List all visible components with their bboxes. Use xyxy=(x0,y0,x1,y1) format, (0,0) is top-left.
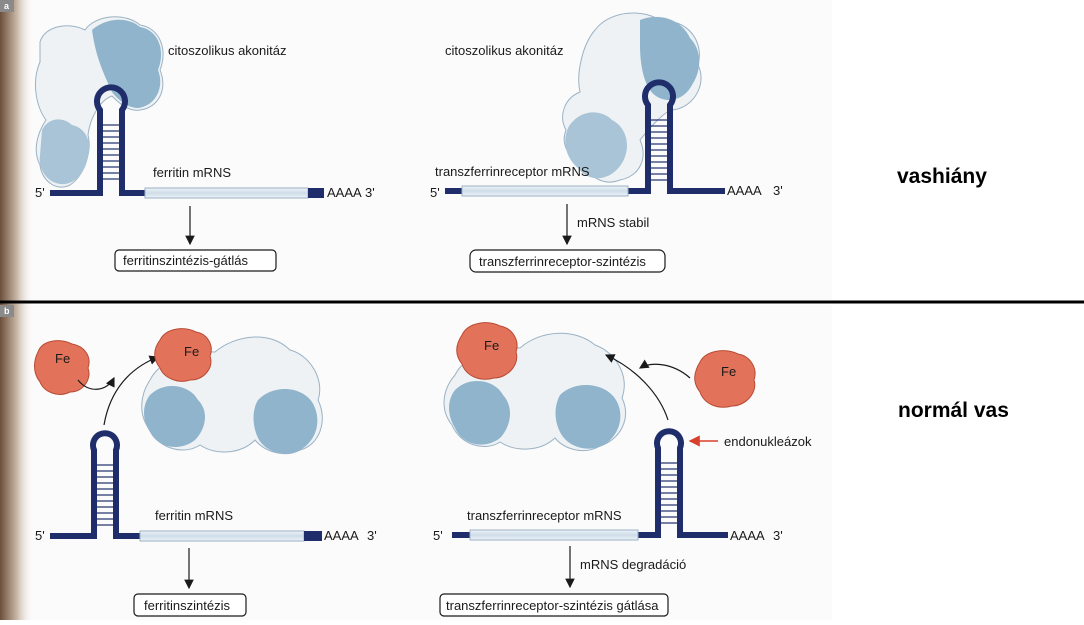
three-prime-label: 3' xyxy=(367,528,377,543)
result-box xyxy=(469,249,666,273)
condition-label: normál vas xyxy=(898,399,1009,422)
mrna-label: transzferrinreceptor mRNS xyxy=(435,164,590,179)
panel-b-right: Fe Fe endonukleázok 5' AAAA 3' transzfer… xyxy=(433,322,812,617)
hairpin-rungs xyxy=(103,124,119,180)
panel-b-tag-bg xyxy=(0,305,14,317)
binding-arrow xyxy=(77,376,115,390)
result-label: ferritinszintézis-gátlás xyxy=(123,253,248,268)
panel-a-right: 5' AAAA 3' citoszolikus akonitáz transzf… xyxy=(430,12,783,273)
result-box xyxy=(133,593,247,617)
poly-a-label: AAAA xyxy=(324,528,359,543)
bound-iron-label: Fe xyxy=(484,338,499,353)
ferritin-mrna-strand xyxy=(50,84,310,196)
result-box xyxy=(114,249,277,272)
coding-region xyxy=(139,530,305,542)
bound-iron-icon xyxy=(154,328,212,382)
mrna-label: ferritin mRNS xyxy=(155,508,233,523)
poly-a-label: AAAA xyxy=(327,185,362,200)
hairpin-rungs xyxy=(97,464,113,526)
bound-iron-icon xyxy=(456,322,518,380)
mrna-label: transzferrinreceptor mRNS xyxy=(467,508,622,523)
hairpin-rungs xyxy=(651,119,667,181)
condition-label: vashiány xyxy=(897,165,987,188)
free-iron-label: Fe xyxy=(721,364,736,379)
free-iron-icon xyxy=(694,350,756,408)
coding-region xyxy=(144,187,309,199)
tfr-mrna-strand xyxy=(452,428,728,538)
ferritin-mrna-strand xyxy=(50,430,310,539)
arrow-label: mRNS degradáció xyxy=(580,557,686,572)
utr-3 xyxy=(308,188,324,198)
free-iron-label: Fe xyxy=(55,351,70,366)
endonuclease-label: endonukleázok xyxy=(724,434,812,449)
arrow-label: mRNS stabil xyxy=(577,215,649,230)
panel-b-bg xyxy=(0,305,832,620)
release-arrow xyxy=(604,354,669,421)
free-iron-icon xyxy=(34,340,90,395)
tfr-mrna-strand xyxy=(445,79,725,194)
poly-a-label: AAAA xyxy=(730,528,765,543)
panel-a-tag: a xyxy=(4,1,10,11)
release-arrow xyxy=(103,355,160,426)
protein-label: citoszolikus akonitáz xyxy=(168,43,287,58)
hairpin-rungs xyxy=(661,462,677,524)
five-prime-label: 5' xyxy=(433,528,443,543)
five-prime-label: 5' xyxy=(35,185,45,200)
protein-label: citoszolikus akonitáz xyxy=(445,43,564,58)
panel-b-left: Fe Fe 5' AAAA 3' ferritin mRNS ferritins… xyxy=(34,328,377,617)
aconitase-protein-icon xyxy=(562,12,702,183)
panel-a-tag-bg xyxy=(0,0,14,12)
bound-iron-label: Fe xyxy=(184,344,199,359)
three-prime-label: 3' xyxy=(365,185,375,200)
three-prime-label: 3' xyxy=(773,183,783,198)
coding-region xyxy=(461,185,629,197)
coding-region xyxy=(469,529,639,541)
result-label: transzferrinreceptor-szintézis xyxy=(479,254,646,269)
binding-arrow xyxy=(638,359,691,379)
utr-3 xyxy=(304,531,322,541)
result-box xyxy=(439,593,669,617)
panel-b-tag: b xyxy=(4,306,10,316)
five-prime-label: 5' xyxy=(35,528,45,543)
three-prime-label: 3' xyxy=(773,528,783,543)
result-label: ferritinszintézis xyxy=(144,598,230,613)
result-label: transzferrinreceptor-szintézis gátlása xyxy=(446,598,659,613)
mrna-label: ferritin mRNS xyxy=(153,165,231,180)
poly-a-label: AAAA xyxy=(727,183,762,198)
five-prime-label: 5' xyxy=(430,185,440,200)
panel-a-left: 5' AAAA 3' citoszolikus akonitáz ferriti… xyxy=(34,16,375,272)
